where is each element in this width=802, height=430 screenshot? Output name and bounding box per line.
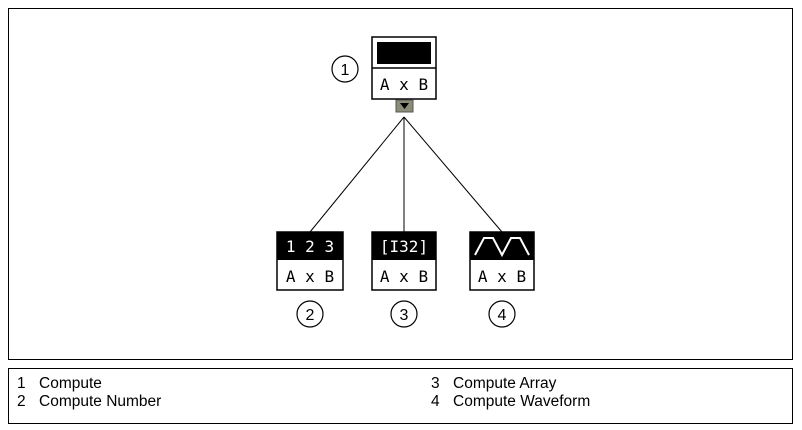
root-node-icon: A x B (371, 36, 437, 100)
compute-array-label: A x B (380, 267, 428, 286)
root-node-label: A x B (380, 75, 428, 94)
callout-4: 4 (488, 300, 516, 328)
connector-line-4 (403, 116, 503, 233)
compute-number-label: A x B (286, 267, 334, 286)
root-header-bar (377, 42, 431, 64)
compute-waveform-label: A x B (478, 267, 526, 286)
legend-panel: 1 Compute 2 Compute Number 3 Compute Arr… (8, 368, 793, 424)
compute-waveform-node-icon: A x B (469, 231, 535, 291)
compute-number-header: 1 2 3 (286, 237, 334, 256)
svg-text:4: 4 (498, 307, 507, 324)
dropdown-arrow-tab-icon (395, 99, 414, 113)
waveform-icon (474, 237, 530, 258)
compute-array-node-icon: [I32] A x B (371, 231, 437, 291)
connector-line-2 (309, 116, 405, 233)
callout-2: 2 (296, 300, 324, 328)
compute-number-node-icon: 1 2 3 A x B (276, 231, 344, 291)
compute-array-header: [I32] (380, 237, 428, 256)
svg-text:3: 3 (400, 307, 409, 324)
svg-text:1: 1 (341, 62, 350, 79)
svg-text:2: 2 (306, 307, 315, 324)
callout-1: 1 (331, 55, 359, 83)
callout-3: 3 (390, 300, 418, 328)
